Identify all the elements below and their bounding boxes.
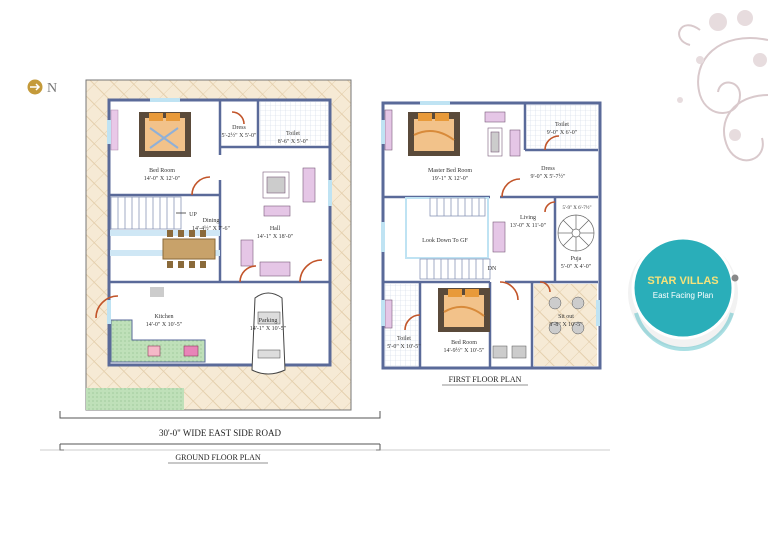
ff-room-3-size: 13'-0" X 11'-0" — [510, 223, 547, 229]
ff-master-bed-icon — [408, 112, 460, 156]
gf-room-1-size: 5'-2½" X 5'-0" — [222, 132, 257, 139]
gf-room-4-name: Hall — [270, 226, 281, 232]
gf-staircase — [110, 196, 186, 230]
floral-ornament — [677, 10, 768, 162]
ff-sitout-chairs — [492, 296, 585, 359]
ff-windows — [381, 101, 600, 326]
gf-room-0-name: Bed Room — [149, 168, 175, 174]
ff-look-down-label: Look Down To GF — [422, 238, 468, 244]
gf-dining-table-icon — [162, 230, 216, 268]
ff-room-5-name: Bed Room — [451, 340, 477, 346]
gf-room-4-size: 14'-1" X 18'-0" — [257, 234, 294, 240]
ff-room-0-size: 19'-1" X 12'-0" — [432, 176, 469, 182]
gf-caption: GROUND FLOOR PLAN — [175, 453, 261, 462]
ground-floor-plan: Bed Room 14'-0" X 12'-0" Dress 5'-2½" X … — [40, 79, 381, 464]
brand-badge: STAR VILLAS East Facing Plan — [628, 236, 739, 351]
gf-room-3-size: 14'-4½" X 7'-6" — [192, 225, 230, 232]
ff-door-swings — [404, 135, 560, 331]
gf-room-2-size: 8'-6" X 5'-0" — [278, 139, 309, 145]
brand-subtitle: East Facing Plan — [653, 291, 713, 300]
ff-room-7-size: 8'-8" X 10'-5" — [549, 322, 583, 328]
ff-room-0-name: Master Bed Room — [428, 168, 472, 174]
gf-kitchen-counter — [110, 287, 206, 363]
north-compass-icon: N — [27, 79, 57, 96]
gf-room-2-name: Toilet — [286, 131, 300, 137]
ff-sitout-floor — [534, 284, 597, 366]
gf-road: 30'-0" WIDE EAST SIDE ROAD — [59, 411, 381, 451]
gf-windows — [107, 98, 332, 324]
brand-title: STAR VILLAS — [647, 275, 718, 287]
ff-furniture — [384, 109, 521, 329]
first-floor-plan: Master Bed Room 19'-1" X 12'-0" Toilet 9… — [380, 101, 610, 451]
gf-room-6-name: Parking — [259, 318, 278, 324]
compass-letter: N — [47, 81, 57, 96]
ff-room-7-name: Sit out — [558, 314, 574, 320]
garden-strip — [86, 388, 184, 410]
ff-room-5-size: 14'-9½" X 10'-5" — [444, 347, 485, 354]
ff-room-6-size: 5'-0" X 10'-5" — [387, 344, 421, 350]
gf-door-swings — [95, 111, 323, 319]
ff-room-4-name: Puja — [571, 256, 582, 262]
ff-room-2-name: Dress — [541, 166, 555, 172]
ff-look-down-void — [405, 197, 491, 280]
gf-room-5-name: Kitchen — [155, 314, 174, 320]
ff-caption: FIRST FLOOR PLAN — [449, 375, 522, 384]
ff-toilet-floor — [527, 105, 597, 148]
gf-road-label: 30'-0" WIDE EAST SIDE ROAD — [159, 428, 281, 438]
ff-room-2-size: 9'-0" X 5'-7½" — [531, 173, 566, 180]
gf-toilet-floor — [260, 102, 328, 145]
ff-stair-size: 5'-9" X 6'-7½" — [562, 206, 591, 211]
ff-room-6-name: Toilet — [397, 336, 411, 342]
gf-car-icon — [251, 292, 286, 375]
ff-room-1-name: Toilet — [555, 122, 569, 128]
gf-room-5-size: 14'-0" X 10'-5" — [146, 322, 183, 328]
ff-dn-label: DN — [488, 266, 497, 272]
ff-spiral-stair-icon — [557, 214, 595, 252]
gf-sofa-icons — [240, 167, 316, 277]
gf-bed-icon — [139, 112, 191, 157]
ff-room-4-size: 5'-0" X 4'-0" — [561, 264, 592, 270]
gf-up-label: UP — [189, 212, 197, 218]
gf-room-1-name: Dress — [232, 125, 246, 131]
ff-room-1-size: 9'-0" X 6'-0" — [547, 130, 578, 136]
gf-room-6-size: 14'-1" X 10'-5" — [250, 326, 287, 332]
gf-room-0-size: 14'-0" X 12'-0" — [144, 176, 181, 182]
gf-room-3-name: Dining — [203, 218, 220, 224]
ff-room-3-name: Living — [520, 215, 536, 221]
ff-bed-icon — [438, 288, 490, 332]
